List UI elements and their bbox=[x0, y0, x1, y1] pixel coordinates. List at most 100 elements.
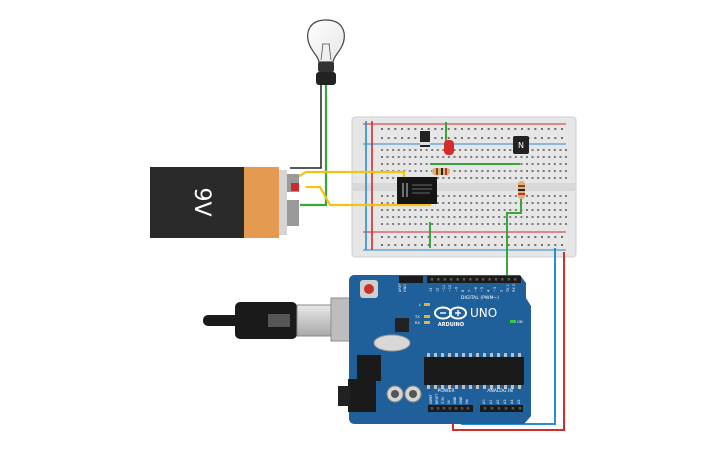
arduino-digital-socket[interactable] bbox=[488, 278, 491, 281]
resistor-2[interactable] bbox=[518, 181, 525, 199]
arduino-digital-socket[interactable] bbox=[481, 278, 485, 281]
breadboard-hole bbox=[453, 216, 456, 218]
bulb-glass bbox=[307, 19, 345, 63]
breadboard-hole bbox=[509, 216, 512, 218]
breadboard-hole bbox=[521, 128, 523, 130]
breadboard-hole bbox=[454, 137, 457, 139]
breadboard-hole bbox=[397, 149, 400, 151]
breadboard-hole bbox=[554, 244, 557, 246]
arduino-power-socket[interactable] bbox=[466, 407, 470, 410]
breadboard-hole bbox=[420, 163, 423, 165]
breadboard-hole bbox=[401, 128, 403, 130]
breadboard-hole bbox=[542, 223, 545, 225]
breadboard-hole bbox=[547, 236, 550, 238]
breadboard-hole bbox=[486, 195, 489, 197]
breadboard-hole bbox=[447, 137, 450, 139]
breadboard-hole bbox=[548, 163, 551, 165]
arduino-digital-socket[interactable] bbox=[513, 278, 517, 281]
arduino-analog-pin-label: A0 bbox=[482, 400, 486, 404]
arduino-microcontroller bbox=[424, 357, 524, 385]
breadboard-hole bbox=[442, 195, 445, 197]
arduino-analog-socket[interactable] bbox=[497, 407, 501, 410]
breadboard-hole bbox=[492, 209, 495, 211]
arduino-digital-pin-label: 8 bbox=[461, 290, 465, 292]
mcu-pin bbox=[511, 385, 514, 389]
breadboard-hole bbox=[459, 149, 462, 151]
breadboard-hole bbox=[537, 202, 540, 204]
breadboard-hole bbox=[548, 177, 551, 179]
breadboard-hole bbox=[453, 170, 456, 172]
arduino-power-section-label: POWER bbox=[437, 388, 455, 394]
mcu-pin bbox=[511, 353, 514, 357]
breadboard-hole bbox=[392, 202, 395, 204]
breadboard-hole bbox=[407, 128, 410, 130]
arduino-digital-socket[interactable] bbox=[449, 278, 453, 281]
arduino-power-socket[interactable] bbox=[454, 407, 458, 410]
arduino-analog-socket[interactable] bbox=[483, 407, 487, 410]
arduino-digital-pin-label: TX 1 bbox=[506, 284, 510, 293]
breadboard-hole bbox=[459, 170, 462, 172]
breadboard-hole bbox=[531, 149, 534, 151]
arduino-digital-socket[interactable] bbox=[430, 278, 434, 281]
breadboard-hole bbox=[431, 149, 434, 151]
arduino-analog-socket[interactable] bbox=[518, 407, 522, 410]
arduino-analog-socket[interactable] bbox=[511, 407, 515, 410]
breadboard-hole bbox=[503, 209, 506, 211]
breadboard-hole bbox=[454, 128, 457, 130]
arduino-power-socket[interactable] bbox=[460, 407, 464, 410]
breadboard-hole bbox=[434, 244, 437, 246]
breadboard-hole bbox=[559, 170, 562, 172]
red-led[interactable] bbox=[444, 140, 454, 155]
arduino-digital-socket[interactable] bbox=[475, 278, 479, 281]
breadboard-hole bbox=[467, 128, 470, 130]
breadboard-hole bbox=[487, 244, 490, 246]
breadboard-hole bbox=[494, 128, 497, 130]
breadboard-hole bbox=[414, 163, 417, 165]
arduino-digital-socket[interactable] bbox=[507, 278, 511, 281]
breadboard-hole bbox=[381, 195, 383, 197]
arduino-power-socket[interactable] bbox=[436, 407, 440, 410]
arduino-on-label: ON bbox=[517, 320, 523, 324]
breadboard-hole bbox=[481, 195, 484, 197]
arduino-analog-socket[interactable] bbox=[504, 407, 508, 410]
breadboard-hole bbox=[420, 149, 423, 151]
breadboard-hole bbox=[453, 202, 456, 204]
breadboard-hole bbox=[386, 163, 389, 165]
diode[interactable] bbox=[420, 131, 430, 147]
arduino-digital-socket[interactable] bbox=[494, 278, 498, 281]
relay[interactable] bbox=[397, 177, 437, 204]
arduino-digital-socket[interactable] bbox=[437, 278, 440, 281]
breadboard-hole bbox=[425, 149, 428, 151]
arduino-power-socket[interactable] bbox=[430, 407, 434, 410]
battery-9v[interactable]: 9V bbox=[150, 167, 299, 238]
breadboard-hole bbox=[401, 244, 403, 246]
breadboard-hole bbox=[498, 209, 501, 211]
breadboard-hole bbox=[392, 195, 395, 197]
transistor[interactable]: N bbox=[513, 136, 529, 154]
arduino-digital-socket[interactable] bbox=[456, 278, 459, 281]
light-bulb[interactable] bbox=[307, 19, 345, 85]
arduino-digital-socket[interactable] bbox=[469, 278, 472, 281]
breadboard-hole bbox=[486, 170, 489, 172]
arduino-analog-pin-label: A5 bbox=[517, 400, 521, 404]
arduino-digital-socket[interactable] bbox=[501, 278, 504, 281]
resistor-1-band bbox=[445, 168, 447, 175]
arduino-digital-socket[interactable] bbox=[443, 278, 447, 281]
diode-band bbox=[420, 142, 430, 145]
battery-terminal-plate bbox=[279, 170, 287, 235]
breadboard bbox=[351, 116, 577, 258]
arduino-digital-pin-label: ~11 bbox=[442, 285, 446, 292]
arduino-analog-socket[interactable] bbox=[490, 407, 494, 410]
breadboard-hole bbox=[431, 156, 434, 158]
arduino-digital-socket[interactable] bbox=[462, 278, 466, 281]
breadboard-hole bbox=[381, 244, 383, 246]
breadboard-hole bbox=[503, 177, 506, 179]
breadboard-hole bbox=[392, 177, 395, 179]
arduino-board[interactable]: UNO ARDUINO DIGITAL (PWM~) POWER ANALOG … bbox=[338, 275, 531, 424]
breadboard-hole bbox=[381, 209, 383, 211]
resistor-1[interactable] bbox=[432, 168, 450, 175]
arduino-power-socket[interactable] bbox=[442, 407, 446, 410]
arduino-power-socket[interactable] bbox=[448, 407, 452, 410]
mcu-pin bbox=[476, 385, 479, 389]
